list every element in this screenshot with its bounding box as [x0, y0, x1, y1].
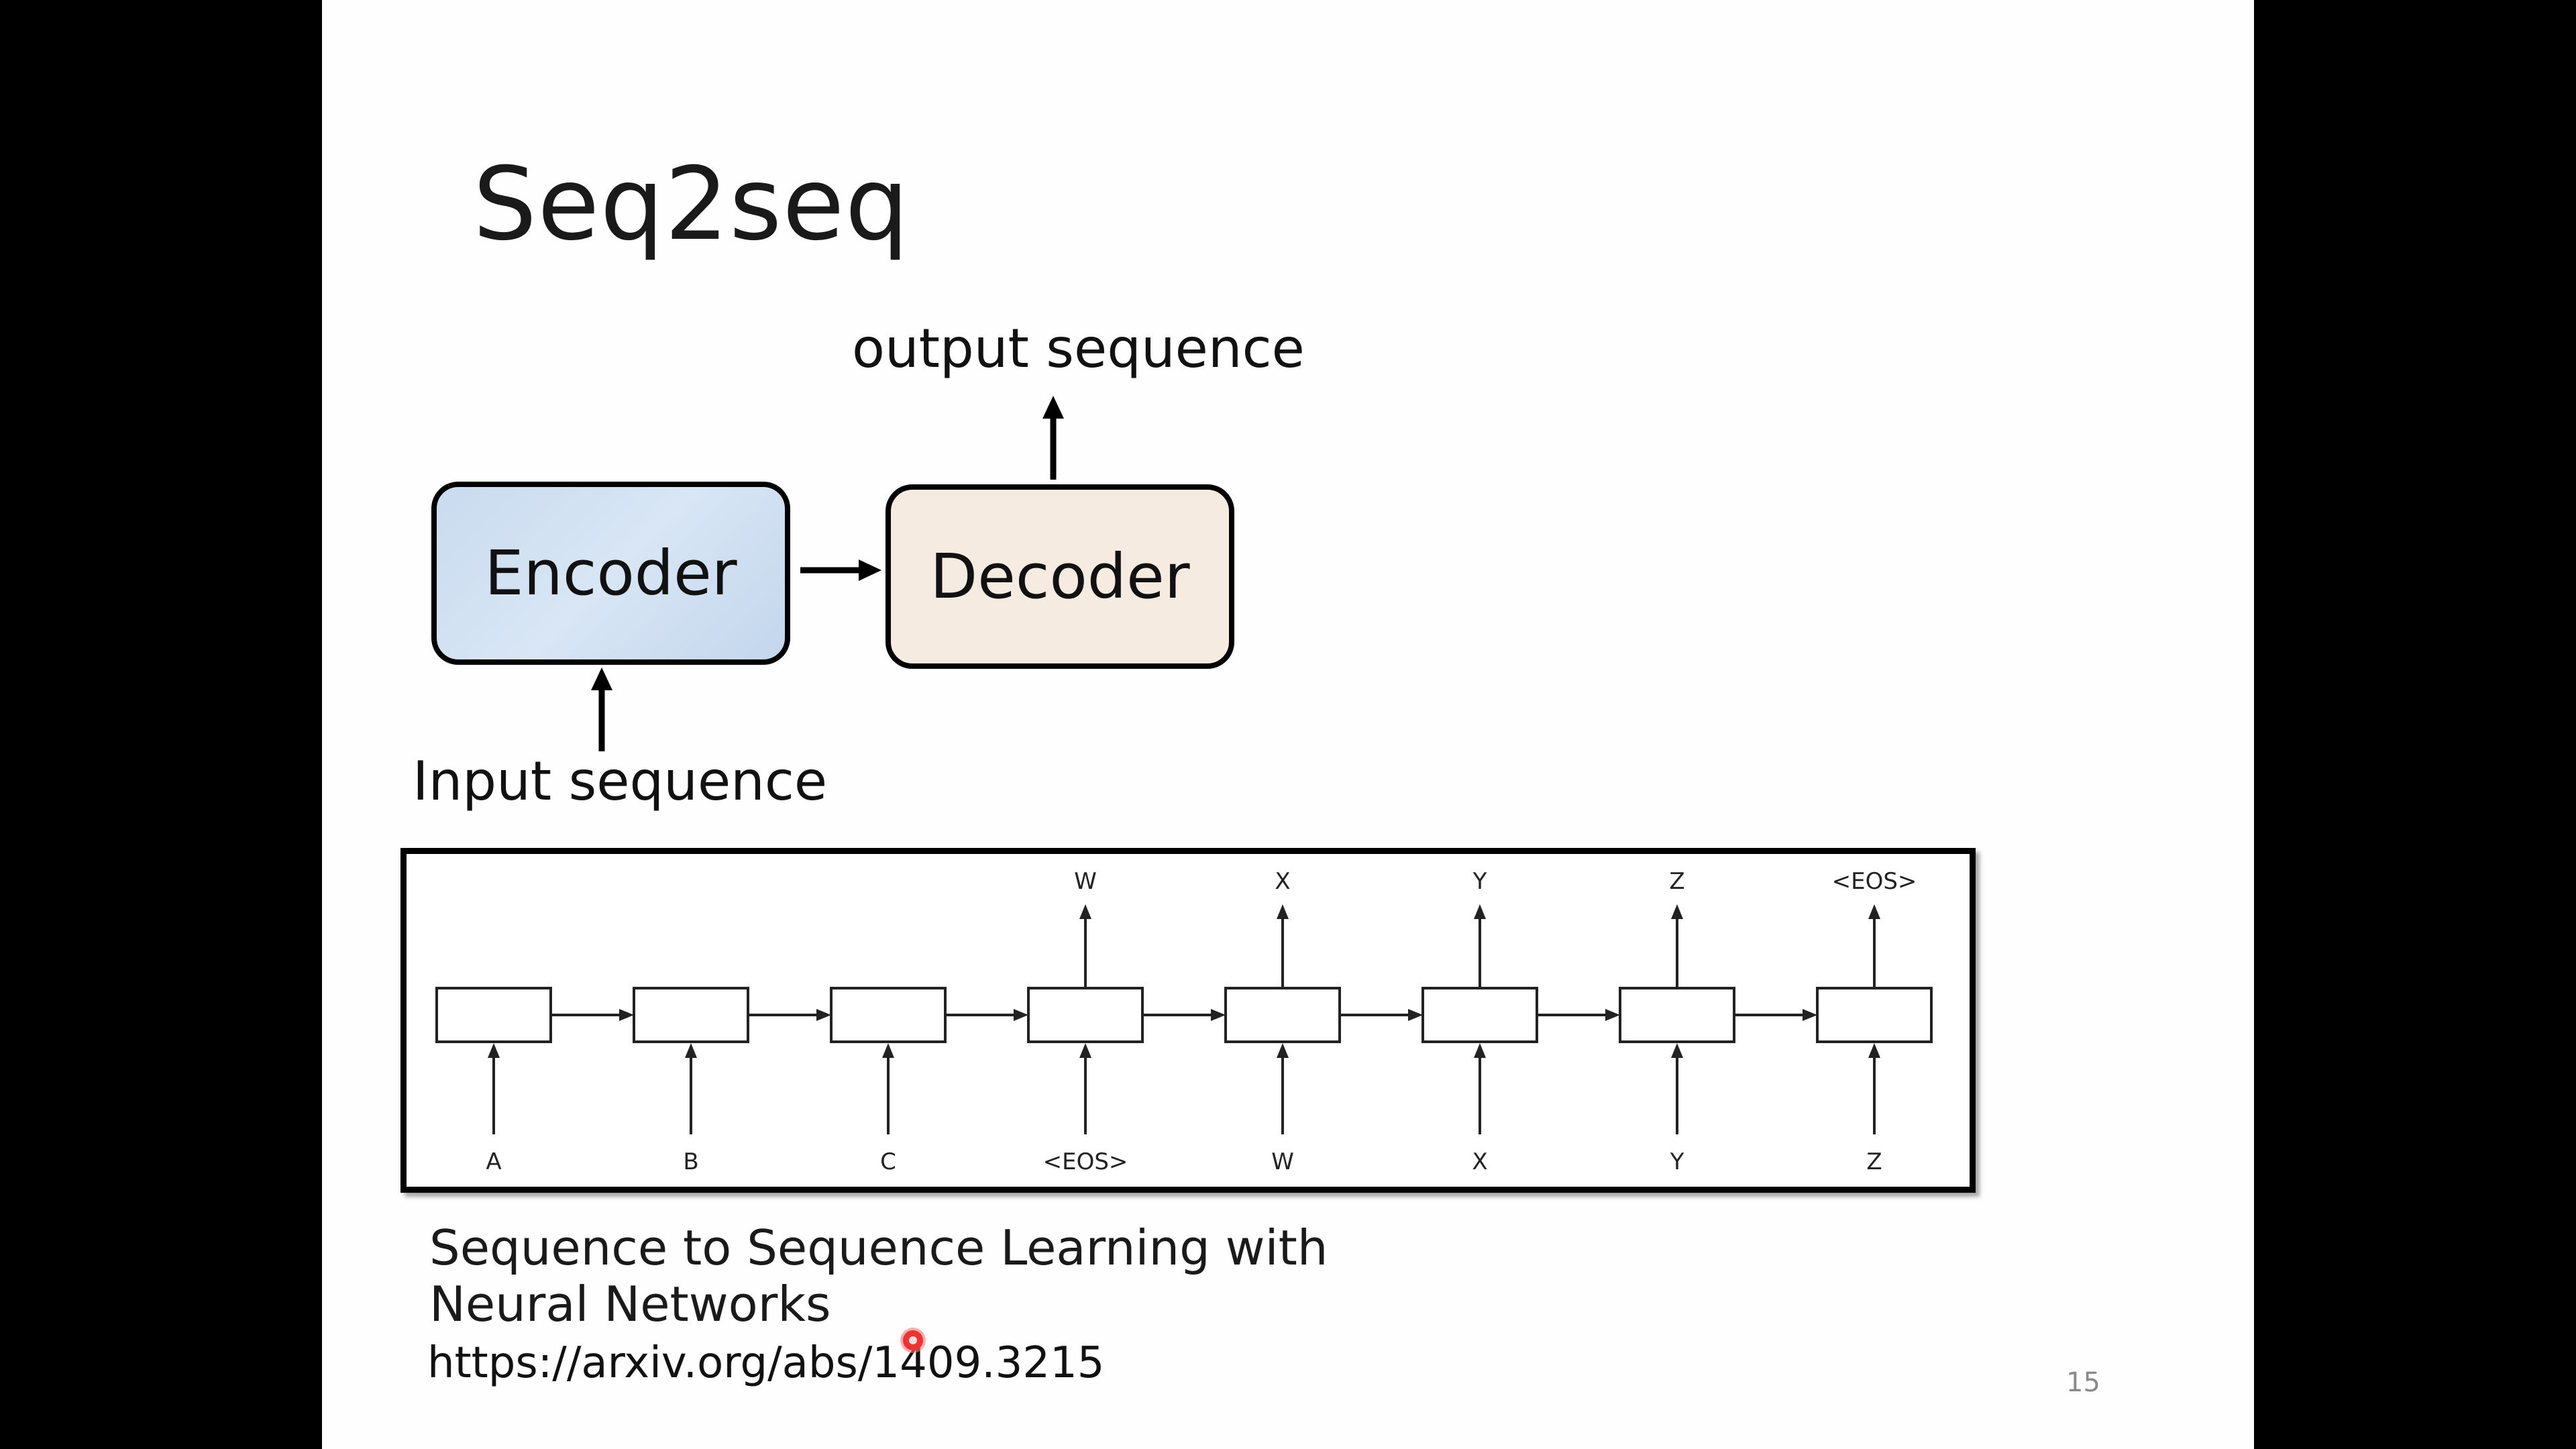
- rnn-output-token: X: [1275, 868, 1290, 895]
- rnn-recurrent-arrow-head: [1803, 1009, 1817, 1021]
- decoder-box: Decoder: [885, 484, 1234, 669]
- citation-line-2: Neural Networks: [429, 1276, 831, 1332]
- rnn-input-token: A: [486, 1148, 501, 1175]
- encoder-label: Encoder: [484, 537, 737, 609]
- rnn-output-token: Y: [1472, 868, 1487, 895]
- rnn-cell: [1027, 987, 1144, 1043]
- rnn-output-token: <EOS>: [1832, 868, 1917, 895]
- rnn-cell: [633, 987, 749, 1043]
- page-number: 15: [2066, 1367, 2100, 1398]
- rnn-input-token: Z: [1866, 1148, 1882, 1175]
- rnn-cell: [1816, 987, 1933, 1043]
- rnn-cell: [435, 987, 552, 1043]
- paper-citation: Sequence to Sequence Learning with Neura…: [429, 1220, 1328, 1332]
- rnn-input-arrow-head: [1868, 1043, 1880, 1058]
- rnn-diagram: A B C <EOS> W W X X Y Y Z Z <EOS>: [435, 868, 1933, 1175]
- citation-line-1: Sequence to Sequence Learning with: [429, 1220, 1328, 1276]
- rnn-input-arrow-head: [1277, 1043, 1289, 1058]
- rnn-unrolled-figure: A B C <EOS> W W X X Y Y Z Z <EOS>: [400, 848, 1976, 1193]
- rnn-input-arrow-head: [1474, 1043, 1486, 1058]
- encoder-box: Encoder: [431, 482, 790, 665]
- encoder-to-decoder-arrow: [800, 559, 881, 581]
- rnn-recurrent-arrow-head: [1408, 1009, 1423, 1021]
- rnn-input-arrow-head: [882, 1043, 894, 1058]
- rnn-input-token: X: [1472, 1148, 1487, 1175]
- rnn-cell: [830, 987, 947, 1043]
- rnn-input-token: Y: [1670, 1148, 1684, 1175]
- output-sequence-label: output sequence: [852, 317, 1305, 380]
- rnn-recurrent-arrow-head: [619, 1009, 634, 1021]
- slide-title: Seq2seq: [473, 146, 910, 263]
- rnn-output-token: Z: [1669, 868, 1684, 895]
- paper-link[interactable]: https://arxiv.org/abs/1409.3215: [427, 1338, 1105, 1388]
- slide: Seq2seq output sequence Encoder Decoder …: [322, 0, 2254, 1449]
- rnn-input-token: <EOS>: [1043, 1148, 1128, 1175]
- rnn-output-arrow-head: [1277, 904, 1289, 919]
- rnn-input-token: W: [1271, 1148, 1294, 1175]
- decoder-label: Decoder: [930, 541, 1190, 612]
- rnn-output-token: W: [1074, 868, 1097, 895]
- rnn-recurrent-arrow-head: [1014, 1009, 1028, 1021]
- rnn-output-arrow-head: [1671, 904, 1683, 919]
- rnn-input-token: B: [683, 1148, 698, 1175]
- output-arrow: [1042, 396, 1064, 480]
- rnn-recurrent-arrow-head: [1605, 1009, 1620, 1021]
- input-arrow: [591, 667, 612, 751]
- rnn-cell: [1224, 987, 1341, 1043]
- rnn-recurrent-arrow-head: [816, 1009, 831, 1021]
- rnn-output-arrow-head: [1868, 904, 1880, 919]
- cursor-indicator: [903, 1330, 923, 1350]
- rnn-input-arrow-head: [685, 1043, 697, 1058]
- rnn-input-arrow-head: [488, 1043, 500, 1058]
- rnn-input-arrow-head: [1671, 1043, 1683, 1058]
- input-sequence-label: Input sequence: [413, 750, 828, 812]
- rnn-output-arrow-head: [1474, 904, 1486, 919]
- rnn-cell: [1619, 987, 1735, 1043]
- rnn-cell: [1421, 987, 1538, 1043]
- rnn-input-token: C: [880, 1148, 896, 1175]
- rnn-input-arrow-head: [1079, 1043, 1091, 1058]
- rnn-recurrent-arrow-head: [1211, 1009, 1226, 1021]
- rnn-output-arrow-head: [1079, 904, 1091, 919]
